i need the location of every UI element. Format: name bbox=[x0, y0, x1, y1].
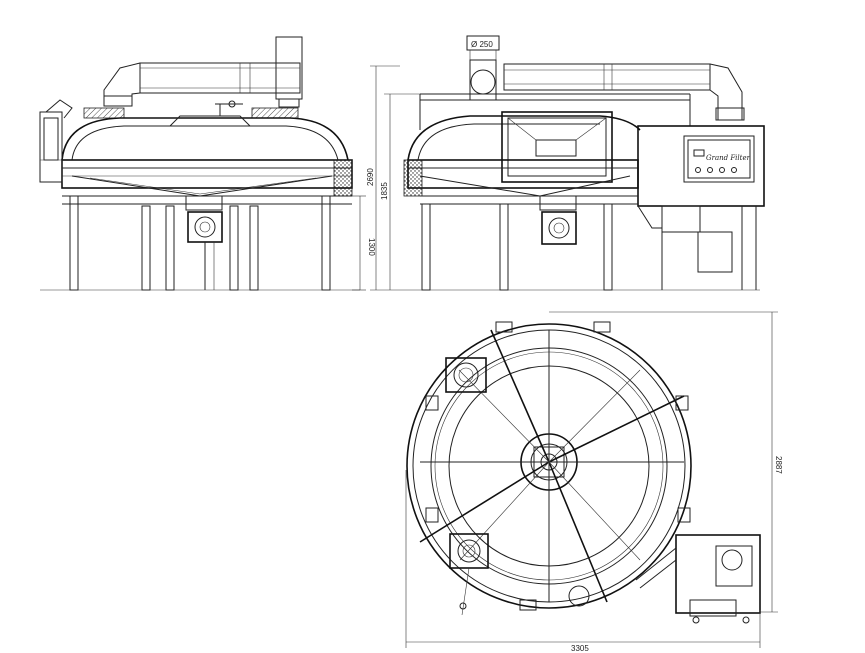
dimension-duct-diameter: Ø 250 bbox=[471, 40, 493, 49]
dimension-leg-height: 1300 bbox=[367, 238, 376, 256]
dimension-overall-height: 2690 bbox=[366, 168, 375, 186]
plan-view: 3305 2887 bbox=[405, 311, 783, 653]
radial-arms bbox=[419, 329, 685, 603]
dimension-overall-width: 3305 bbox=[571, 644, 589, 653]
dimension-overall-depth: 2887 bbox=[774, 456, 783, 474]
side-elevation-view: 2690 1835 Ø 250 bbox=[366, 35, 765, 291]
front-elevation-view: 1300 bbox=[39, 36, 376, 291]
dimension-stack-height: 1835 bbox=[380, 182, 389, 200]
brand-label: Grand Filter bbox=[706, 154, 751, 162]
